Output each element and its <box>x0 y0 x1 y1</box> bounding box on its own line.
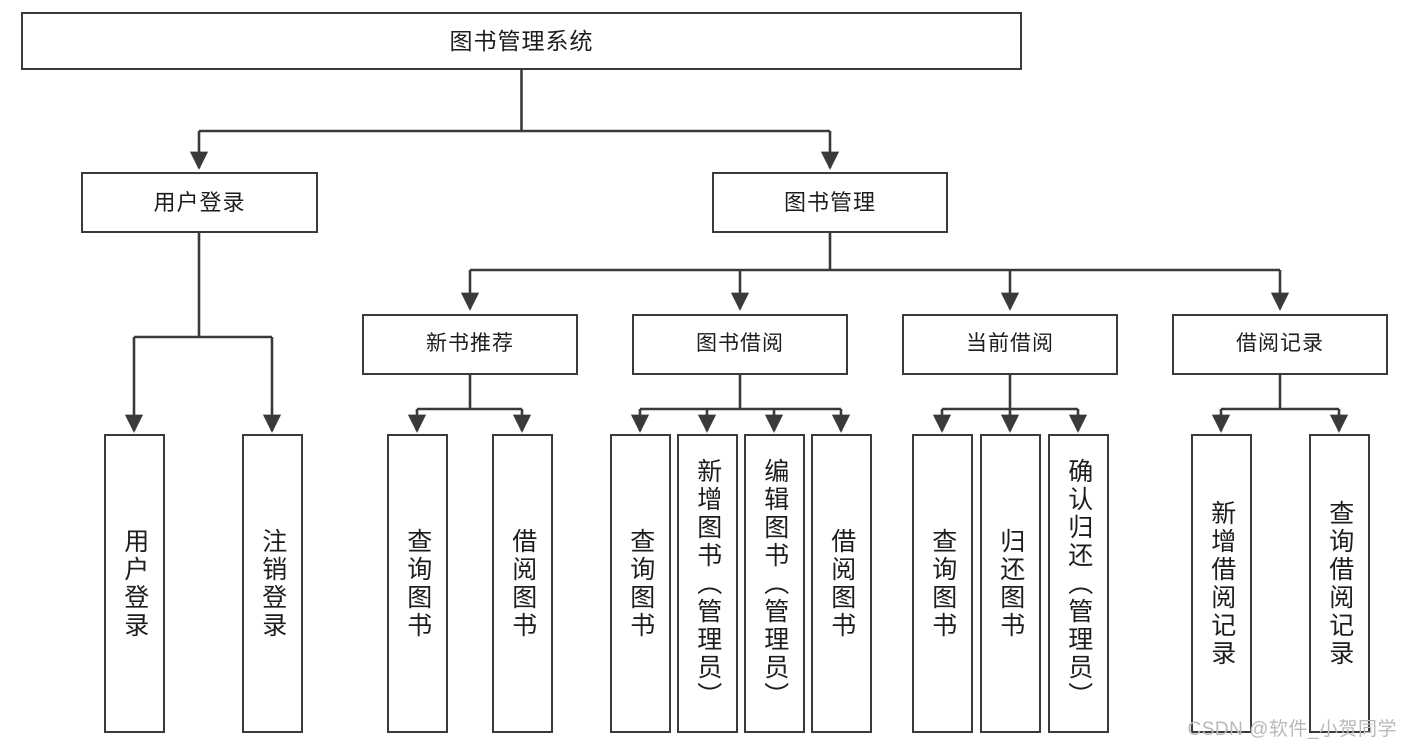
leaf-borrow-edit-book[interactable]: 编辑图书（管理员） <box>744 434 805 733</box>
node-borrow-record[interactable]: 借阅记录 <box>1172 314 1388 375</box>
leaf-recommend-query-book[interactable]: 查询图书 <box>387 434 448 733</box>
leaf-recommend-borrow-book[interactable]: 借阅图书 <box>492 434 553 733</box>
leaf-borrow-add-book[interactable]: 新增图书（管理员） <box>677 434 738 733</box>
node-book-borrow[interactable]: 图书借阅 <box>632 314 848 375</box>
node-label: 图书管理 <box>783 189 876 215</box>
watermark-text: CSDN @软件_小贺同学 <box>1187 719 1397 740</box>
node-new-book-recommend[interactable]: 新书推荐 <box>362 314 578 375</box>
node-user-login[interactable]: 用户登录 <box>81 172 318 233</box>
leaf-current-query-book[interactable]: 查询图书 <box>912 434 973 733</box>
node-label: 归还图书 <box>996 527 1025 640</box>
node-label: 图书管理系统 <box>449 27 594 54</box>
node-label: 用户登录 <box>153 189 246 215</box>
node-root-system[interactable]: 图书管理系统 <box>21 12 1022 70</box>
leaf-record-query-record[interactable]: 查询借阅记录 <box>1309 434 1370 733</box>
node-label: 查询图书 <box>403 527 432 640</box>
node-label: 查询图书 <box>928 527 957 640</box>
node-current-borrow[interactable]: 当前借阅 <box>902 314 1118 375</box>
node-label: 当前借阅 <box>966 332 1054 356</box>
node-label: 图书借阅 <box>696 332 784 356</box>
node-label: 新增借阅记录 <box>1207 499 1236 668</box>
node-label: 注销登录 <box>258 527 287 640</box>
node-label: 借阅图书 <box>827 527 856 640</box>
leaf-user-login-login[interactable]: 用户登录 <box>104 434 165 733</box>
node-label: 编辑图书（管理员） <box>760 457 789 710</box>
node-label: 查询图书 <box>626 527 655 640</box>
leaf-borrow-query-book[interactable]: 查询图书 <box>610 434 671 733</box>
node-label: 用户登录 <box>120 527 149 640</box>
node-label: 借阅图书 <box>508 527 537 640</box>
node-label: 查询借阅记录 <box>1325 499 1354 668</box>
leaf-user-login-logout[interactable]: 注销登录 <box>242 434 303 733</box>
leaf-current-confirm-return[interactable]: 确认归还（管理员） <box>1048 434 1109 733</box>
node-label: 借阅记录 <box>1236 332 1324 356</box>
leaf-current-return-book[interactable]: 归还图书 <box>980 434 1041 733</box>
node-label: 新增图书（管理员） <box>693 457 722 710</box>
leaf-borrow-borrow-book[interactable]: 借阅图书 <box>811 434 872 733</box>
node-label: 新书推荐 <box>426 332 514 356</box>
node-label: 确认归还（管理员） <box>1064 457 1093 710</box>
node-book-management[interactable]: 图书管理 <box>712 172 948 233</box>
leaf-record-add-record[interactable]: 新增借阅记录 <box>1191 434 1252 733</box>
